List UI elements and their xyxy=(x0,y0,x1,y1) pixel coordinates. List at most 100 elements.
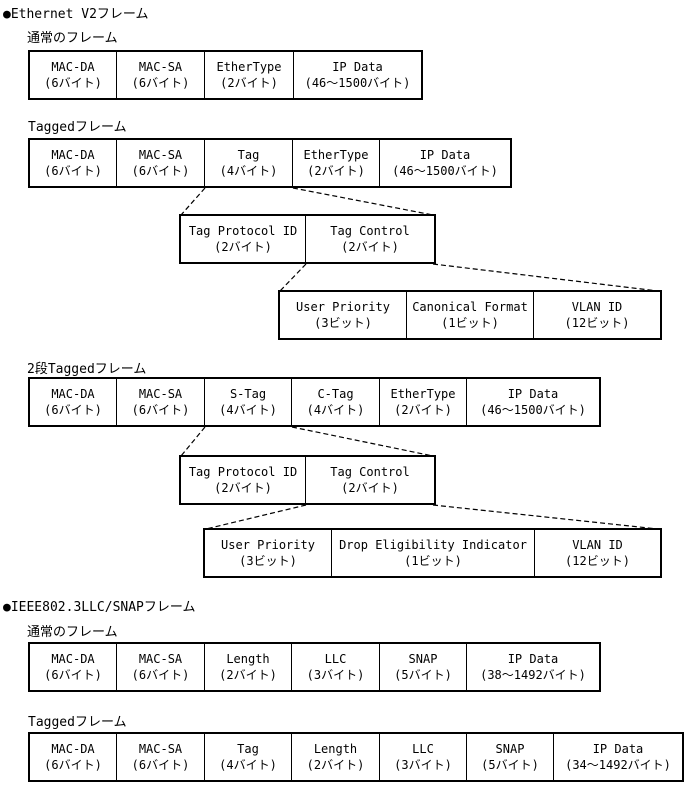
field-cell: Tag Control (2バイト) xyxy=(306,216,434,262)
field-cell: VLAN ID (12ビット) xyxy=(534,292,660,338)
field-cell: EtherType (2バイト) xyxy=(205,52,294,98)
field-name: User Priority xyxy=(221,538,315,552)
field-size: (2バイト) xyxy=(341,240,399,254)
field-cell: Tag Protocol ID (2バイト) xyxy=(181,216,306,262)
field-size: (6バイト) xyxy=(44,164,102,178)
stag-expand-right-line xyxy=(291,426,434,457)
field-name: Drop Eligibility Indicator xyxy=(339,538,527,552)
field-cell: IP Data (34～1492バイト) xyxy=(554,734,682,780)
field-size: (2バイト) xyxy=(214,240,272,254)
field-cell: EtherType (2バイト) xyxy=(293,140,380,186)
field-size: (2バイト) xyxy=(220,76,278,90)
field-size: (2バイト) xyxy=(307,164,365,178)
field-name: SNAP xyxy=(408,652,438,666)
field-cell: Drop Eligibility Indicator (1ビット) xyxy=(332,530,535,576)
field-size: (4バイト) xyxy=(219,403,277,417)
field-name: S-Tag xyxy=(229,387,267,401)
field-cell: C-Tag (4バイト) xyxy=(292,379,380,425)
field-cell: Tag Protocol ID (2バイト) xyxy=(181,457,306,503)
field-size: (6バイト) xyxy=(44,758,102,772)
field-name: MAC-SA xyxy=(138,387,183,401)
field-cell: IP Data (38～1492バイト) xyxy=(467,644,599,690)
field-size: (6バイト) xyxy=(44,668,102,682)
field-name: IP Data xyxy=(507,652,559,666)
field-cell: LLC (3バイト) xyxy=(292,644,380,690)
field-cell: User Priority (3ビット) xyxy=(280,292,407,338)
field-size: (3バイト) xyxy=(394,758,452,772)
field-cell: IP Data (46～1500バイト) xyxy=(380,140,510,186)
field-cell: IP Data (46～1500バイト) xyxy=(467,379,599,425)
ieee-tagged-frame-label: Taggedフレーム xyxy=(28,715,127,730)
field-cell: MAC-DA (6バイト) xyxy=(30,379,117,425)
field-name: Length xyxy=(226,652,270,666)
field-size: (6バイト) xyxy=(131,758,190,772)
field-name: Tag xyxy=(237,148,260,162)
field-name: MAC-SA xyxy=(138,60,183,74)
field-cell: IP Data (46～1500バイト) xyxy=(294,52,421,98)
field-cell: MAC-DA (6バイト) xyxy=(30,644,117,690)
field-name: Tag Control xyxy=(330,465,410,479)
field-size: (4バイト) xyxy=(219,758,277,772)
field-size: (6バイト) xyxy=(131,164,190,178)
field-size: (6バイト) xyxy=(131,668,190,682)
field-name: LLC xyxy=(324,652,347,666)
field-size: (38～1492バイト) xyxy=(480,668,586,682)
field-name: EtherType xyxy=(303,148,369,162)
frame-v2-normal: MAC-DA (6バイト) MAC-SA (6バイト) EtherType (2… xyxy=(28,50,423,100)
field-cell: MAC-SA (6バイト) xyxy=(117,379,205,425)
ethernet-v2-title: ●Ethernet V2フレーム xyxy=(3,7,149,22)
field-name: IP Data xyxy=(332,60,383,74)
frame-ieee-normal: MAC-DA (6バイト) MAC-SA (6バイト) Length (2バイト… xyxy=(28,642,601,692)
frame-v2-tag-detail: Tag Protocol ID (2バイト) Tag Control (2バイト… xyxy=(179,214,436,264)
tag-expand-right-line xyxy=(292,187,434,216)
field-size: (2バイト) xyxy=(306,758,365,772)
v2-double-tagged-frame-label: 2段Taggedフレーム xyxy=(27,362,147,377)
ieee-normal-frame-label: 通常のフレーム xyxy=(27,625,118,640)
tag-control-expand-left-line xyxy=(279,263,307,292)
field-size: (6バイト) xyxy=(44,403,102,417)
field-size: (46～1500バイト) xyxy=(480,403,586,417)
stag-control-expand-left-line xyxy=(205,504,307,530)
field-name: LLC xyxy=(412,742,434,756)
field-size: (12ビット) xyxy=(565,554,630,568)
field-size: (34～1492バイト) xyxy=(565,758,671,772)
field-name: Tag Protocol ID xyxy=(188,465,298,479)
tag-control-expand-right-line xyxy=(432,263,659,292)
field-size: (2バイト) xyxy=(219,668,277,682)
field-cell: Tag Control (2バイト) xyxy=(306,457,434,503)
field-name: Tag xyxy=(237,742,259,756)
field-cell: SNAP (5バイト) xyxy=(467,734,554,780)
field-name: MAC-SA xyxy=(138,742,183,756)
field-size: (4バイト) xyxy=(306,403,365,417)
field-cell: SNAP (5バイト) xyxy=(380,644,467,690)
field-size: (1ビット) xyxy=(404,554,462,568)
frame-v2-tagged: MAC-DA (6バイト) MAC-SA (6バイト) Tag (4バイト) E… xyxy=(28,138,512,188)
field-size: (46～1500バイト) xyxy=(392,164,498,178)
field-name: Tag Control xyxy=(330,224,410,238)
v2-normal-frame-label: 通常のフレーム xyxy=(27,31,118,46)
frame-stag-detail: Tag Protocol ID (2バイト) Tag Control (2バイト… xyxy=(179,455,436,505)
stag-expand-left-line xyxy=(180,426,206,457)
field-name: IP Data xyxy=(419,148,471,162)
field-name: VLAN ID xyxy=(571,300,623,314)
field-size: (46～1500バイト) xyxy=(304,76,411,90)
field-name: MAC-DA xyxy=(51,387,95,401)
field-name: IP Data xyxy=(592,742,644,756)
field-cell: S-Tag (4バイト) xyxy=(205,379,292,425)
field-size: (3ビット) xyxy=(239,554,297,568)
field-size: (6バイト) xyxy=(131,76,190,90)
field-name: IP Data xyxy=(507,387,559,401)
field-size: (2バイト) xyxy=(341,481,399,495)
field-cell: Tag (4バイト) xyxy=(205,734,292,780)
field-name: EtherType xyxy=(390,387,456,401)
ieee-llc-snap-title: ●IEEE802.3LLC/SNAPフレーム xyxy=(3,600,196,615)
field-size: (6バイト) xyxy=(44,76,102,90)
field-cell: LLC (3バイト) xyxy=(380,734,467,780)
field-name: Tag Protocol ID xyxy=(188,224,298,238)
field-cell: EtherType (2バイト) xyxy=(380,379,467,425)
field-cell: MAC-SA (6バイト) xyxy=(117,644,205,690)
field-cell: MAC-SA (6バイト) xyxy=(117,140,205,186)
field-cell: MAC-SA (6バイト) xyxy=(117,52,205,98)
field-cell: Length (2バイト) xyxy=(205,644,292,690)
